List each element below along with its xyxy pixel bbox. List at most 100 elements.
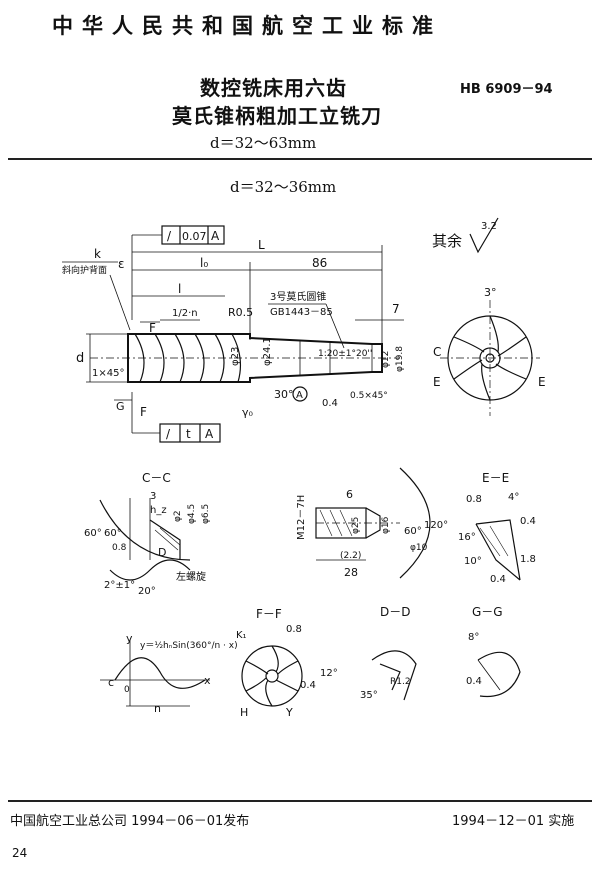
title-line-1: 数控铣床用六齿 bbox=[200, 76, 347, 100]
section-ee-label: E－E bbox=[482, 471, 509, 485]
dim-86: 86 bbox=[312, 256, 327, 270]
label-r04: 0.4 bbox=[322, 398, 338, 409]
svg-text:/: / bbox=[167, 229, 172, 243]
technical-drawing: 其余 3.2 / 0.07 A L l₀ 86 k 斜向护背面 ε l 1/2·… bbox=[62, 217, 546, 719]
ff-ang12: 12° bbox=[320, 668, 338, 679]
label-r05: R0.5 bbox=[228, 306, 253, 319]
label-E-left: E bbox=[433, 375, 441, 389]
dd-ang60: 60° bbox=[404, 526, 422, 537]
wave-profile bbox=[100, 640, 210, 707]
dim-pitch: 1/2·n bbox=[172, 308, 198, 319]
wave-zero: 0 bbox=[124, 685, 130, 695]
dd-ang120: 120° bbox=[424, 520, 448, 531]
label-oblique: 斜向护背面 bbox=[62, 264, 107, 276]
ff-r08: 0.8 bbox=[286, 624, 302, 635]
cc-r08: 0.8 bbox=[112, 543, 127, 553]
ee-ang10: 10° bbox=[464, 556, 482, 567]
chamfer-1x45: 1×45° bbox=[92, 368, 124, 379]
header-rule bbox=[8, 158, 592, 160]
label-F-bottom: F bbox=[140, 405, 147, 419]
ee-ang16: 16° bbox=[458, 532, 476, 543]
label-phi12: φ12 bbox=[381, 351, 391, 368]
dim-7: 7 bbox=[392, 302, 400, 316]
ee-r04a: 0.4 bbox=[520, 516, 536, 527]
cc-helix: 左螺旋 bbox=[176, 570, 206, 583]
publish-info: 中国航空工业总公司 1994－06－01发布 bbox=[10, 814, 250, 829]
dd-phi25: φ25 bbox=[351, 517, 361, 534]
label-E-right: E bbox=[538, 375, 546, 389]
tolerance-frame-top: / 0.07 A bbox=[131, 225, 225, 320]
wave-x: x bbox=[204, 674, 211, 687]
ee-r08: 0.8 bbox=[466, 494, 482, 505]
morse-note-1: 3号莫氏圆锥 bbox=[270, 291, 326, 303]
cc-D: D bbox=[158, 546, 166, 559]
dim-l: l bbox=[178, 282, 181, 296]
detail-r12-label: R1.2 bbox=[390, 677, 411, 687]
cc-ang20: 20° bbox=[138, 586, 156, 597]
effective-date: 1994－12－01 实施 bbox=[452, 814, 575, 829]
section-dd-drawing bbox=[315, 467, 431, 579]
title-line-2: 莫氏锥柄粗加工立铣刀 bbox=[172, 104, 382, 128]
ff-r04: 0.4 bbox=[300, 680, 316, 691]
svg-text:A: A bbox=[205, 427, 214, 441]
label-phi23: φ23 bbox=[230, 347, 241, 366]
wave-n: n bbox=[154, 702, 161, 715]
wave-y: y bbox=[126, 632, 133, 645]
subtitle-range: d＝32～36mm bbox=[230, 178, 337, 196]
section-ff-drawing bbox=[241, 645, 303, 707]
dim-d: d bbox=[76, 351, 84, 366]
cc-ang60b: 60° bbox=[104, 528, 122, 539]
ee-ang4: 4° bbox=[508, 492, 519, 503]
dd-phi16: φ16 bbox=[381, 516, 391, 534]
ff-Y: Y bbox=[285, 706, 293, 719]
cc-ang2: 2°±1° bbox=[104, 580, 135, 591]
ee-l8: 1.8 bbox=[520, 554, 536, 565]
cutter-body bbox=[90, 333, 400, 383]
wave-formula: y＝½hₙSin(360°/n · x) bbox=[140, 641, 238, 651]
label-epsilon: ε bbox=[118, 257, 125, 271]
ee-r04b: 0.4 bbox=[490, 574, 506, 585]
svg-text:0.07: 0.07 bbox=[182, 230, 207, 243]
label-gamma0: γ₀ bbox=[242, 406, 254, 419]
svg-text:/: / bbox=[166, 427, 171, 441]
section-gg-label: G－G bbox=[472, 605, 503, 619]
section-cc-drawing bbox=[99, 498, 191, 581]
dd-phi10: φ10 bbox=[410, 543, 428, 553]
section-ee-drawing bbox=[475, 519, 521, 581]
dd-dim28: 28 bbox=[344, 566, 358, 579]
label-C: C bbox=[433, 345, 441, 359]
dd-dim2: (2.2) bbox=[340, 551, 361, 561]
ff-k1: K₁ bbox=[236, 630, 247, 641]
roughness-symbol bbox=[469, 217, 499, 254]
standard-number: HB 6909－94 bbox=[460, 82, 553, 97]
label-G: G bbox=[116, 400, 125, 413]
label-phi241: φ24.1 bbox=[262, 337, 273, 366]
section-dd-label: D－D bbox=[380, 605, 410, 619]
roughness-value: 3.2 bbox=[481, 221, 497, 232]
section-gg-drawing bbox=[477, 651, 521, 698]
detail-ang35: 35° bbox=[360, 690, 378, 701]
svg-text:A: A bbox=[211, 229, 220, 243]
section-ff-label: F－F bbox=[256, 607, 282, 621]
tolerance-frame-bottom: / t A bbox=[131, 392, 221, 443]
datum-A-circle bbox=[292, 386, 308, 402]
cc-phi2: φ2 bbox=[173, 510, 183, 522]
cc-phi65: φ6.5 bbox=[201, 504, 211, 524]
cc-hz: h_z bbox=[150, 505, 167, 516]
gg-ang8: 8° bbox=[468, 632, 479, 643]
wave-c: c bbox=[108, 676, 114, 689]
dd-dim6: 6 bbox=[346, 488, 353, 501]
surface-note: 其余 bbox=[432, 232, 462, 250]
cc-dim3: 3 bbox=[150, 491, 156, 502]
page-number: 24 bbox=[12, 846, 28, 860]
end-view bbox=[440, 300, 540, 416]
dim-l0: l₀ bbox=[200, 256, 208, 270]
chamfer-05x45: 0.5×45° bbox=[350, 391, 388, 401]
label-3deg: 3° bbox=[484, 286, 497, 299]
label-phi198: φ19.8 bbox=[395, 346, 405, 372]
label-30deg: 30° bbox=[274, 388, 294, 401]
detail-r12 bbox=[371, 650, 417, 701]
label-k: k bbox=[94, 247, 101, 261]
ff-H: H bbox=[240, 706, 248, 719]
svg-text:t: t bbox=[186, 427, 191, 441]
